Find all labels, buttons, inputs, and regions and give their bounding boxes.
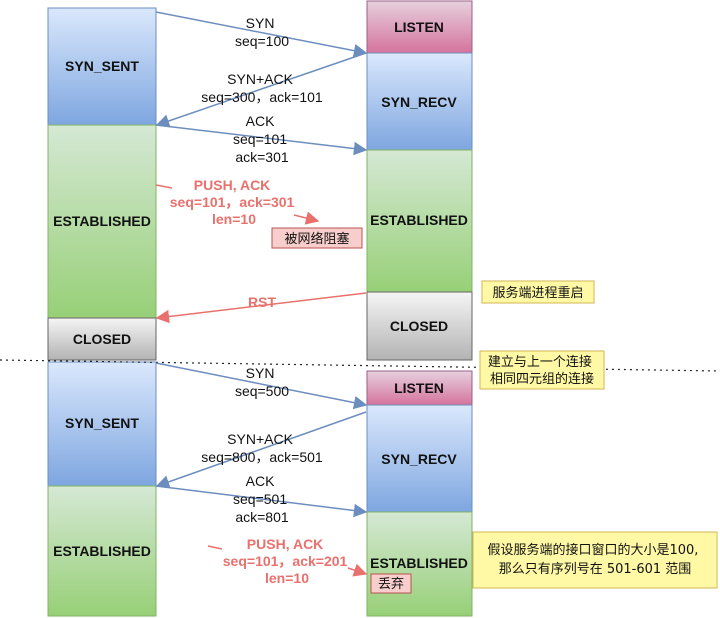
server-state-established-1-label: ESTABLISHED (370, 212, 468, 228)
server-state-syn-recv-2 (366, 404, 473, 513)
note-blocked-box (271, 227, 363, 249)
server-state-closed-label: CLOSED (390, 318, 448, 334)
server-state-established-2 (366, 511, 473, 617)
msg-ack-1-label: ACK seq=101 ack=301 (233, 113, 291, 165)
msg-push-2-label: PUSH, ACK seq=101，ack=201 len=10 (223, 536, 351, 586)
note-discard-text: 丢弃 (378, 577, 404, 592)
arrow-push-1-start (155, 184, 173, 189)
server-state-established-1 (366, 149, 473, 293)
server-state-listen-2-label: LISTEN (394, 380, 444, 396)
server-state-listen-2 (366, 370, 473, 406)
client-state-established-1 (47, 124, 157, 319)
arrow-push-1-end (293, 211, 320, 225)
client-state-closed (47, 317, 157, 361)
server-state-closed (366, 291, 473, 361)
client-state-established-2 (47, 485, 157, 617)
server-state-listen-1-label: LISTEN (394, 19, 444, 35)
arrow-syn-2 (155, 362, 368, 410)
msg-synack-1-label: SYN+ACK seq=300，ack=101 (201, 71, 323, 105)
arrow-synack-1 (155, 52, 367, 128)
client-state-syn-sent-2 (47, 361, 157, 487)
msg-syn-1-label: SYN seq=100 (235, 15, 289, 49)
note-same-tuple-text: 建立与上一个连接 相同四元组的连接 (488, 354, 596, 387)
arrow-push-2-end (347, 563, 368, 577)
note-same-tuple-box (479, 350, 605, 390)
client-state-syn-sent-1-label: SYN_SENT (65, 58, 139, 74)
arrow-syn-1 (155, 11, 368, 58)
note-discard-box (370, 573, 412, 594)
server-state-syn-recv-1-label: SYN_RECV (381, 94, 457, 110)
arrow-rst (155, 292, 367, 324)
client-state-established-1-label: ESTABLISHED (53, 213, 151, 229)
arrow-ack-2 (155, 485, 368, 518)
msg-syn-2-label: SYN seq=500 (235, 365, 289, 399)
note-window-text: 假设服务端的接口窗口的大小是100, 那么只有序列号在 501-601 范围 (487, 542, 702, 577)
arrow-synack-2 (155, 411, 367, 489)
note-restart-text: 服务端进程重启 (492, 285, 583, 301)
server-state-established-2-label: ESTABLISHED (370, 555, 468, 571)
client-state-established-2-label: ESTABLISHED (53, 543, 151, 559)
server-state-syn-recv-2-label: SYN_RECV (381, 451, 457, 467)
arrow-ack-1 (155, 124, 368, 156)
client-state-syn-sent-2-label: SYN_SENT (65, 415, 139, 431)
msg-push-1-label: PUSH, ACK seq=101，ack=301 len=10 (170, 177, 298, 227)
server-state-listen-1 (366, 0, 473, 54)
msg-synack-2-label: SYN+ACK seq=800，ack=501 (201, 431, 323, 465)
note-restart-box (481, 280, 595, 304)
note-window-box (472, 531, 718, 589)
msg-rst-label: RST (248, 294, 276, 310)
client-state-closed-label: CLOSED (73, 331, 131, 347)
note-blocked-text: 被网络阻塞 (284, 231, 349, 247)
msg-ack-2-label: ACK seq=501 ack=801 (233, 473, 291, 525)
arrow-push-2-start (207, 545, 223, 550)
client-state-syn-sent-1 (47, 7, 157, 126)
